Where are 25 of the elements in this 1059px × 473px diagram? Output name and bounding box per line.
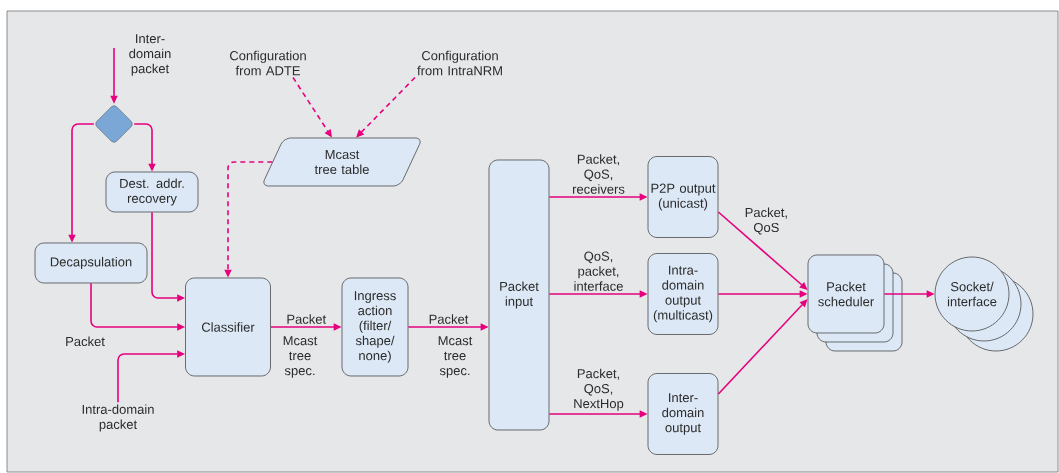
- process-box: Intra-domain output (multicast): [647, 253, 719, 335]
- process-box: Dest. addr. recovery: [105, 171, 199, 213]
- text-label: Configuration from ADTE: [230, 50, 306, 76]
- process-box: P2P output (unicast): [647, 156, 719, 238]
- edge-label: Packet, QoS, NextHop: [574, 368, 624, 411]
- process-box: Inter-domain output: [647, 373, 719, 455]
- edge-label: Packet: [66, 336, 105, 347]
- arrow: [717, 299, 808, 395]
- process-box: Classifier: [185, 277, 271, 377]
- edge-label: Packet: [429, 314, 469, 324]
- stacked-circles: Socket/ interface: [934, 256, 1034, 352]
- text-label: Inter-domain packet: [129, 34, 171, 76]
- flow-label: Mcast tree spec.: [283, 336, 318, 378]
- edge-label: Packet, QoS: [745, 207, 787, 235]
- edge-label: Packet, QoS, receivers: [573, 154, 625, 194]
- edge-label: QoS, packet, interface: [574, 251, 623, 291]
- text-label: Configuration from IntraNRM: [417, 50, 502, 76]
- process-box: Ingress action (filter/ shape/ none): [341, 277, 409, 377]
- stacked-box: Packet scheduler: [807, 254, 903, 352]
- text-label: Intra-domain packet: [82, 404, 154, 432]
- process-box: Decapsulation: [34, 242, 148, 284]
- decision-diamond: [95, 105, 133, 143]
- edge-label: Packet: [287, 314, 327, 324]
- flow-label: Mcast tree spec.: [438, 336, 473, 378]
- process-box: Packet input: [488, 159, 550, 431]
